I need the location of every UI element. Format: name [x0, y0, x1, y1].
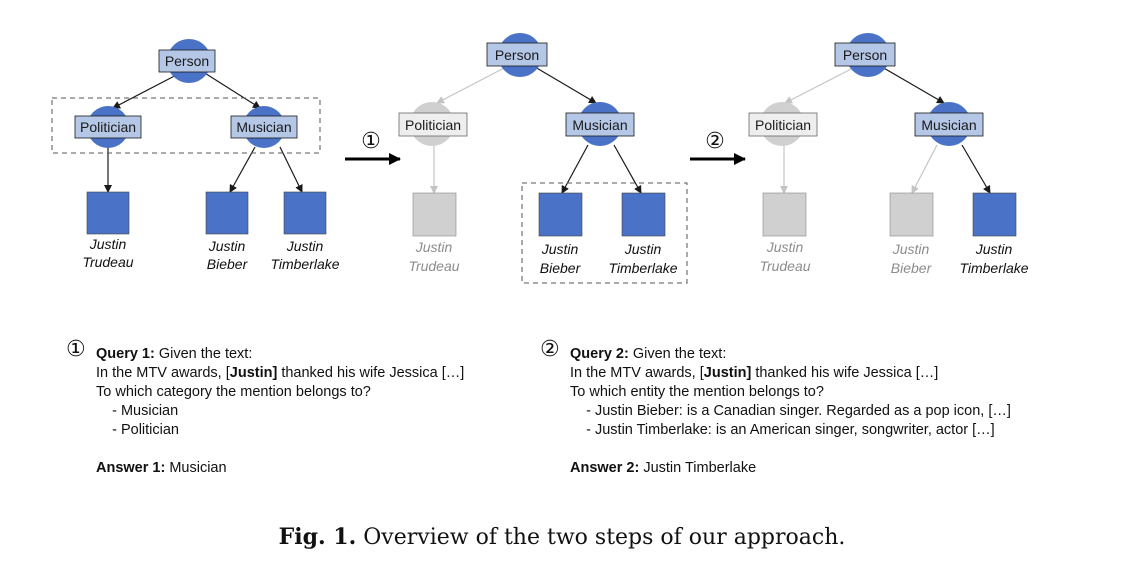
- query-1-mention: Justin]: [229, 365, 278, 381]
- person-node-label: Person: [165, 53, 209, 69]
- entity-trudeau-label-2: Trudeau: [408, 258, 459, 274]
- entity-trudeau-label-1: Justin: [89, 236, 127, 252]
- query-2-block: ② Query 2: Given the text: In the MTV aw…: [540, 339, 1011, 478]
- edge-person-politician: [784, 66, 856, 104]
- edge-musician-timberlake: [279, 146, 303, 193]
- politician-node-box: [74, 115, 142, 139]
- edge-musician-bieber: [229, 146, 256, 193]
- query-2-text-post: thanked his wife Jessica […]: [751, 365, 939, 381]
- edge-person-musician: [881, 66, 945, 104]
- entity-timberlake-square: [283, 191, 327, 235]
- query-2-title: Query 2:: [570, 346, 629, 362]
- query-1-intro: Given the text:: [154, 346, 253, 362]
- answer-2-label: Answer 2:: [570, 460, 640, 476]
- entity-trudeau-square-dimmed: [412, 192, 457, 237]
- person-node-label: Person: [495, 47, 539, 63]
- figure-caption-text: Overview of the two steps of our approac…: [356, 525, 846, 550]
- person-node-label: Person: [843, 47, 887, 63]
- entity-selection-box: [521, 182, 688, 284]
- entity-bieber-label-1: Justin: [208, 238, 246, 254]
- figure-caption: Fig. 1. Overview of the two steps of our…: [0, 524, 1124, 550]
- query-1-title: Query 1:: [96, 346, 155, 362]
- approach-diagram: Person Politician Musician Justin Trudea…: [51, 33, 1029, 284]
- query-2-option: - Justin Timberlake: is an American sing…: [570, 422, 995, 438]
- query-2-heading: Query 2: Given the text:: [570, 345, 1011, 364]
- edge-musician-timberlake: [613, 144, 642, 194]
- musician-node-box: [565, 112, 635, 137]
- figure-caption-label: Fig. 1.: [278, 524, 357, 550]
- politician-node-label: Politician: [755, 117, 811, 133]
- entity-timberlake-label-1: Justin: [286, 238, 324, 254]
- query-1-text-pre: In the MTV awards, [: [96, 365, 230, 381]
- query-2-text-pre: In the MTV awards, [: [570, 365, 704, 381]
- query-2-question: To which entity the mention belongs to?: [570, 384, 824, 400]
- entity-timberlake-label-2: Timberlake: [270, 256, 339, 272]
- entity-trudeau-square: [86, 191, 130, 235]
- query-1-question: To which category the mention belongs to…: [96, 384, 371, 400]
- answer-2: Answer 2: Justin Timberlake: [570, 459, 1011, 478]
- query-2-text: In the MTV awards, [Justin] thanked his …: [570, 364, 1011, 383]
- musician-node-box: [914, 112, 984, 137]
- entity-timberlake-label-2: Timberlake: [608, 260, 677, 276]
- entity-trudeau-label-2: Trudeau: [759, 258, 810, 274]
- politician-node-box-dimmed: [398, 112, 468, 137]
- entity-timberlake-label-2: Timberlake: [959, 260, 1028, 276]
- answer-1-label: Answer 1:: [96, 460, 166, 476]
- edge-person-politician: [436, 66, 507, 104]
- entity-bieber-square: [538, 192, 583, 237]
- tree-after-step-1: Person Politician Musician Justin Trudea…: [398, 33, 688, 284]
- entity-bieber-label-2: Bieber: [891, 260, 933, 276]
- query-1-text-post: thanked his wife Jessica […]: [277, 365, 465, 381]
- entity-trudeau-square-dimmed: [762, 192, 807, 237]
- query-2-intro: Given the text:: [628, 346, 727, 362]
- entity-bieber-square: [205, 191, 249, 235]
- entity-trudeau-label-1: Justin: [415, 239, 453, 255]
- entity-trudeau-label-2: Trudeau: [82, 254, 133, 270]
- answer-1: Answer 1: Musician: [96, 459, 464, 478]
- entity-timberlake-label-1: Justin: [975, 241, 1013, 257]
- entity-bieber-label-1: Justin: [892, 241, 930, 257]
- query-1-text: In the MTV awards, [Justin] thanked his …: [96, 364, 464, 383]
- step-1-marker: ①: [361, 129, 381, 154]
- musician-node-label: Musician: [921, 117, 976, 133]
- step-2-marker: ②: [705, 129, 725, 154]
- query-1-block: ① Query 1: Given the text: In the MTV aw…: [66, 339, 464, 478]
- tree-initial: Person Politician Musician Justin Trudea…: [51, 39, 340, 272]
- entity-bieber-label-2: Bieber: [540, 260, 582, 276]
- query-2-mention: Justin]: [703, 365, 752, 381]
- edge-musician-bieber: [911, 144, 938, 194]
- query-2-option: - Justin Bieber: is a Canadian singer. R…: [570, 403, 1011, 419]
- person-node-box: [834, 42, 896, 67]
- entity-bieber-label-1: Justin: [541, 241, 579, 257]
- step-1-transition: ①: [345, 129, 401, 165]
- entity-timberlake-label-1: Justin: [624, 241, 662, 257]
- entity-timberlake-square: [972, 192, 1017, 237]
- tree-after-step-2: Person Politician Musician Justin Trudea…: [748, 33, 1029, 276]
- entity-bieber-label-2: Bieber: [207, 256, 249, 272]
- answer-1-value: Musician: [165, 460, 227, 476]
- query-1-heading: Query 1: Given the text:: [96, 345, 464, 364]
- entity-bieber-square-dimmed: [889, 192, 934, 237]
- entity-trudeau-label-1: Justin: [766, 239, 804, 255]
- musician-node-box: [230, 115, 298, 139]
- person-node-box: [158, 49, 216, 73]
- entity-timberlake-square: [621, 192, 666, 237]
- query-1-option: - Politician: [96, 422, 179, 438]
- query-1-marker: ①: [66, 337, 86, 362]
- query-2-marker: ②: [540, 337, 560, 362]
- musician-node-label: Musician: [236, 119, 291, 135]
- edge-musician-bieber: [561, 144, 589, 194]
- step-2-transition: ②: [690, 129, 746, 165]
- edge-musician-timberlake: [961, 144, 991, 194]
- answer-2-value: Justin Timberlake: [639, 460, 757, 476]
- politician-node-label: Politician: [405, 117, 461, 133]
- person-node-box: [486, 42, 548, 67]
- politician-node-label: Politician: [80, 119, 136, 135]
- edge-person-musician: [534, 66, 597, 104]
- politician-node-box-dimmed: [748, 112, 818, 137]
- query-1-option: - Musician: [96, 403, 179, 419]
- edge-person-musician: [199, 69, 261, 109]
- musician-node-label: Musician: [572, 117, 627, 133]
